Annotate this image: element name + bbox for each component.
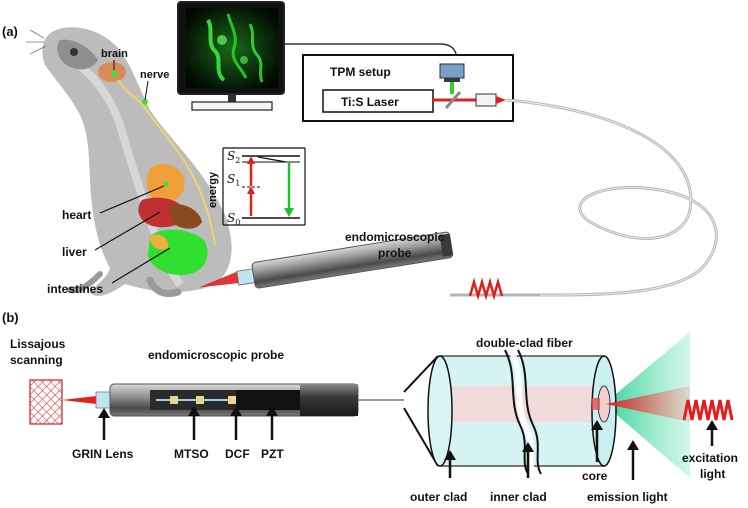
liver-pointer bbox=[94, 211, 161, 251]
emission-label: emission light bbox=[587, 490, 668, 504]
s1-label: S1 bbox=[227, 172, 240, 188]
coupler-tip-icon bbox=[496, 96, 506, 104]
pzt-label: PZT bbox=[261, 447, 284, 461]
detector-icon bbox=[439, 63, 465, 79]
grin-label: GRIN Lens bbox=[72, 447, 134, 461]
core-label: core bbox=[582, 469, 608, 483]
dcf-label: DCF bbox=[225, 447, 250, 461]
tpm-setup-label: TPM setup bbox=[330, 65, 391, 79]
zoom-line-top bbox=[403, 355, 439, 393]
relaxation-arrow bbox=[257, 156, 287, 163]
energy-axis-label: energy bbox=[207, 171, 219, 208]
fiber-pulse-icon bbox=[468, 277, 504, 301]
mouse-illustration bbox=[26, 27, 232, 297]
nerve-label: nerve bbox=[140, 69, 169, 81]
laser-label: Ti:S Laser bbox=[341, 95, 399, 109]
double-clad-label: double-clad fiber bbox=[476, 336, 573, 350]
heart-label: heart bbox=[62, 208, 91, 222]
panel-b-label: (b) bbox=[2, 310, 19, 325]
probe-label-a-line1: endomicroscopic bbox=[345, 230, 445, 244]
energy-diagram bbox=[222, 147, 306, 226]
nerve-pointer bbox=[144, 80, 149, 101]
mtso-label: MTSO bbox=[174, 447, 209, 461]
s2-label: S2 bbox=[227, 149, 240, 165]
scan-beam-b bbox=[62, 396, 96, 404]
excitation-beam bbox=[606, 386, 690, 422]
excitation-label-line2: light bbox=[700, 467, 725, 481]
monitor bbox=[177, 1, 285, 111]
lissajous-pattern-icon bbox=[29, 379, 63, 425]
excitation-pulse-icon bbox=[682, 399, 734, 421]
probe-label-a-line2: probe bbox=[378, 246, 412, 260]
lissajous-label-line2: scanning bbox=[10, 353, 63, 367]
optical-fiber-cable bbox=[505, 98, 718, 297]
panel-a-label: (a) bbox=[2, 24, 18, 39]
probe-panel-a bbox=[198, 231, 454, 289]
probe-label-b: endomicroscopic probe bbox=[148, 348, 284, 362]
lissajous-label-line1: Lissajous bbox=[10, 337, 66, 351]
double-clad-fiber bbox=[427, 332, 690, 478]
brain-label: brain bbox=[101, 48, 128, 60]
coupler-lens-icon bbox=[475, 93, 497, 107]
excitation-label-line1: excitation bbox=[682, 451, 738, 465]
zoom-line-bottom bbox=[403, 407, 439, 467]
monitor-cable bbox=[283, 43, 458, 65]
s0-label: S0 bbox=[227, 211, 240, 227]
inner-clad-label: inner clad bbox=[490, 490, 547, 504]
optical-fiber-highlight bbox=[505, 99, 717, 296]
outer-clad-label: outer clad bbox=[410, 490, 467, 504]
probe-panel-b bbox=[95, 383, 404, 417]
dichroic-mirror-icon bbox=[444, 91, 462, 109]
liver-label: liver bbox=[62, 245, 87, 259]
nerve-fiber bbox=[117, 79, 216, 246]
heart-pointer bbox=[99, 185, 165, 214]
intestines-label: intestines bbox=[47, 282, 103, 296]
intestines-pointer bbox=[111, 247, 171, 284]
